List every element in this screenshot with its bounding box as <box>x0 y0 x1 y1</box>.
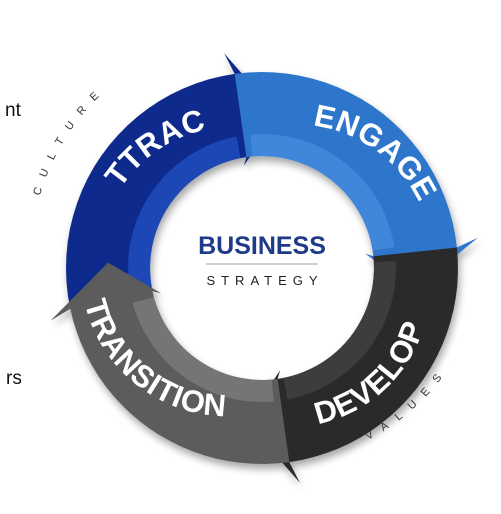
edge-text-fragment-bottom: rs <box>6 368 22 389</box>
segment-engage-inner-band <box>250 134 395 251</box>
center-title: BUSINESS <box>198 232 326 260</box>
center-subtitle: STRATEGY <box>206 273 323 288</box>
edge-text-fragment-top: nt <box>5 100 21 121</box>
segment-develop-inner-band <box>283 261 396 400</box>
segment-transition-inner-band <box>132 297 274 402</box>
segment-attract-inner-band <box>128 136 241 289</box>
